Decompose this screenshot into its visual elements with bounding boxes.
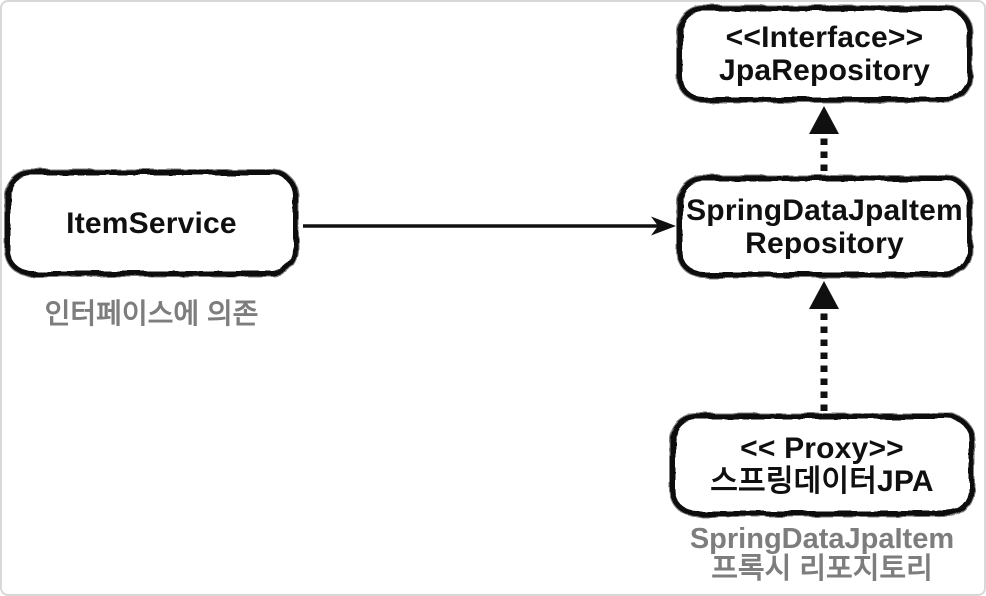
node-proxy-outline: [670, 414, 974, 516]
node-item-service-label: ItemService: [5, 170, 298, 276]
node-proxy-label: << Proxy>> 스프링데이터JPA: [670, 414, 974, 516]
node-jpa-repository: <<Interface>> JpaRepository: [677, 6, 972, 102]
node-proxy: << Proxy>> 스프링데이터JPA: [670, 414, 974, 516]
caption-proxy-repository-line1: SpringDataJpaItem: [689, 523, 955, 555]
implements-arrow: [809, 106, 839, 171]
node-spring-data-jpa-item-repository-label: SpringDataJpaItem Repository: [677, 176, 972, 277]
class-name-text: JpaRepository: [719, 54, 930, 87]
class-name-text: Repository: [745, 226, 904, 260]
dependency-arrow: [303, 216, 676, 236]
node-item-service-outline: [5, 170, 298, 276]
node-jpa-repository-label: <<Interface>> JpaRepository: [677, 6, 972, 102]
proxy-implements-arrow: [809, 281, 839, 411]
stereotype-text: << Proxy>>: [740, 432, 904, 465]
stereotype-text: <<Interface>>: [725, 21, 924, 54]
class-name-text: ItemService: [66, 206, 237, 240]
class-name-text: SpringDataJpaItem: [686, 193, 963, 227]
node-spring-data-jpa-item-repository: SpringDataJpaItem Repository: [677, 176, 972, 277]
node-spring-data-jpa-item-repository-outline: [677, 176, 972, 277]
caption-depends-on-interface: 인터페이스에 의존: [44, 298, 259, 329]
node-jpa-repository-outline: [677, 6, 972, 102]
caption-proxy-repository-line2: 프록시 리포지토리: [711, 553, 933, 585]
caption-proxy-repository: SpringDataJpaItem 프록시 리포지토리: [660, 524, 984, 584]
class-name-text: 스프링데이터JPA: [710, 465, 934, 498]
node-item-service: ItemService: [5, 170, 298, 276]
